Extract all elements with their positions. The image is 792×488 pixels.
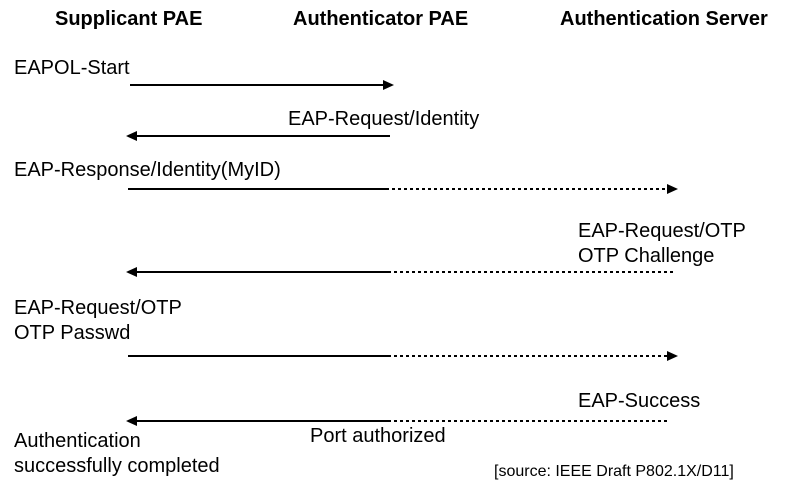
arrow-line-dashed — [386, 188, 667, 190]
message-label-eap-request-otp: EAP-Request/OTP — [14, 297, 182, 319]
column-header-authentication-server: Authentication Server — [560, 8, 768, 30]
note-port-authorized: Port authorized — [310, 425, 446, 447]
arrow-line-solid — [137, 420, 388, 422]
message-label-otp-passwd: OTP Passwd — [14, 322, 131, 344]
arrow-line-solid — [137, 135, 390, 137]
arrow-line-solid — [137, 271, 388, 273]
arrowhead-left-icon — [126, 131, 137, 141]
arrow-line-solid — [130, 84, 383, 86]
arrow-line-solid — [128, 188, 386, 190]
arrow-line-dashed — [388, 420, 670, 422]
arrowhead-left-icon — [126, 267, 137, 277]
arrowhead-right-icon — [383, 80, 394, 90]
arrowhead-right-icon — [667, 184, 678, 194]
result-text-line2: successfully completed — [14, 455, 220, 477]
arrow-line-dashed — [388, 271, 673, 273]
column-header-authenticator-pae: Authenticator PAE — [293, 8, 469, 30]
message-label-eap-response-identity: EAP-Response/Identity(MyID) — [14, 159, 281, 181]
message-label-eapol-start: EAPOL-Start — [14, 57, 130, 79]
result-text-line1: Authentication — [14, 430, 141, 452]
source-credit: [source: IEEE Draft P802.1X/D11] — [494, 463, 734, 480]
arrow-line-dashed — [388, 355, 667, 357]
message-label-eap-request-identity: EAP-Request/Identity — [288, 108, 480, 130]
message-label-otp-challenge: OTP Challenge — [578, 245, 715, 267]
arrowhead-left-icon — [126, 416, 137, 426]
message-label-eap-request-otp: EAP-Request/OTP — [578, 220, 746, 242]
column-header-supplicant-pae: Supplicant PAE — [55, 8, 203, 30]
message-label-eap-success: EAP-Success — [578, 390, 701, 412]
arrow-line-solid — [128, 355, 388, 357]
arrowhead-right-icon — [667, 351, 678, 361]
